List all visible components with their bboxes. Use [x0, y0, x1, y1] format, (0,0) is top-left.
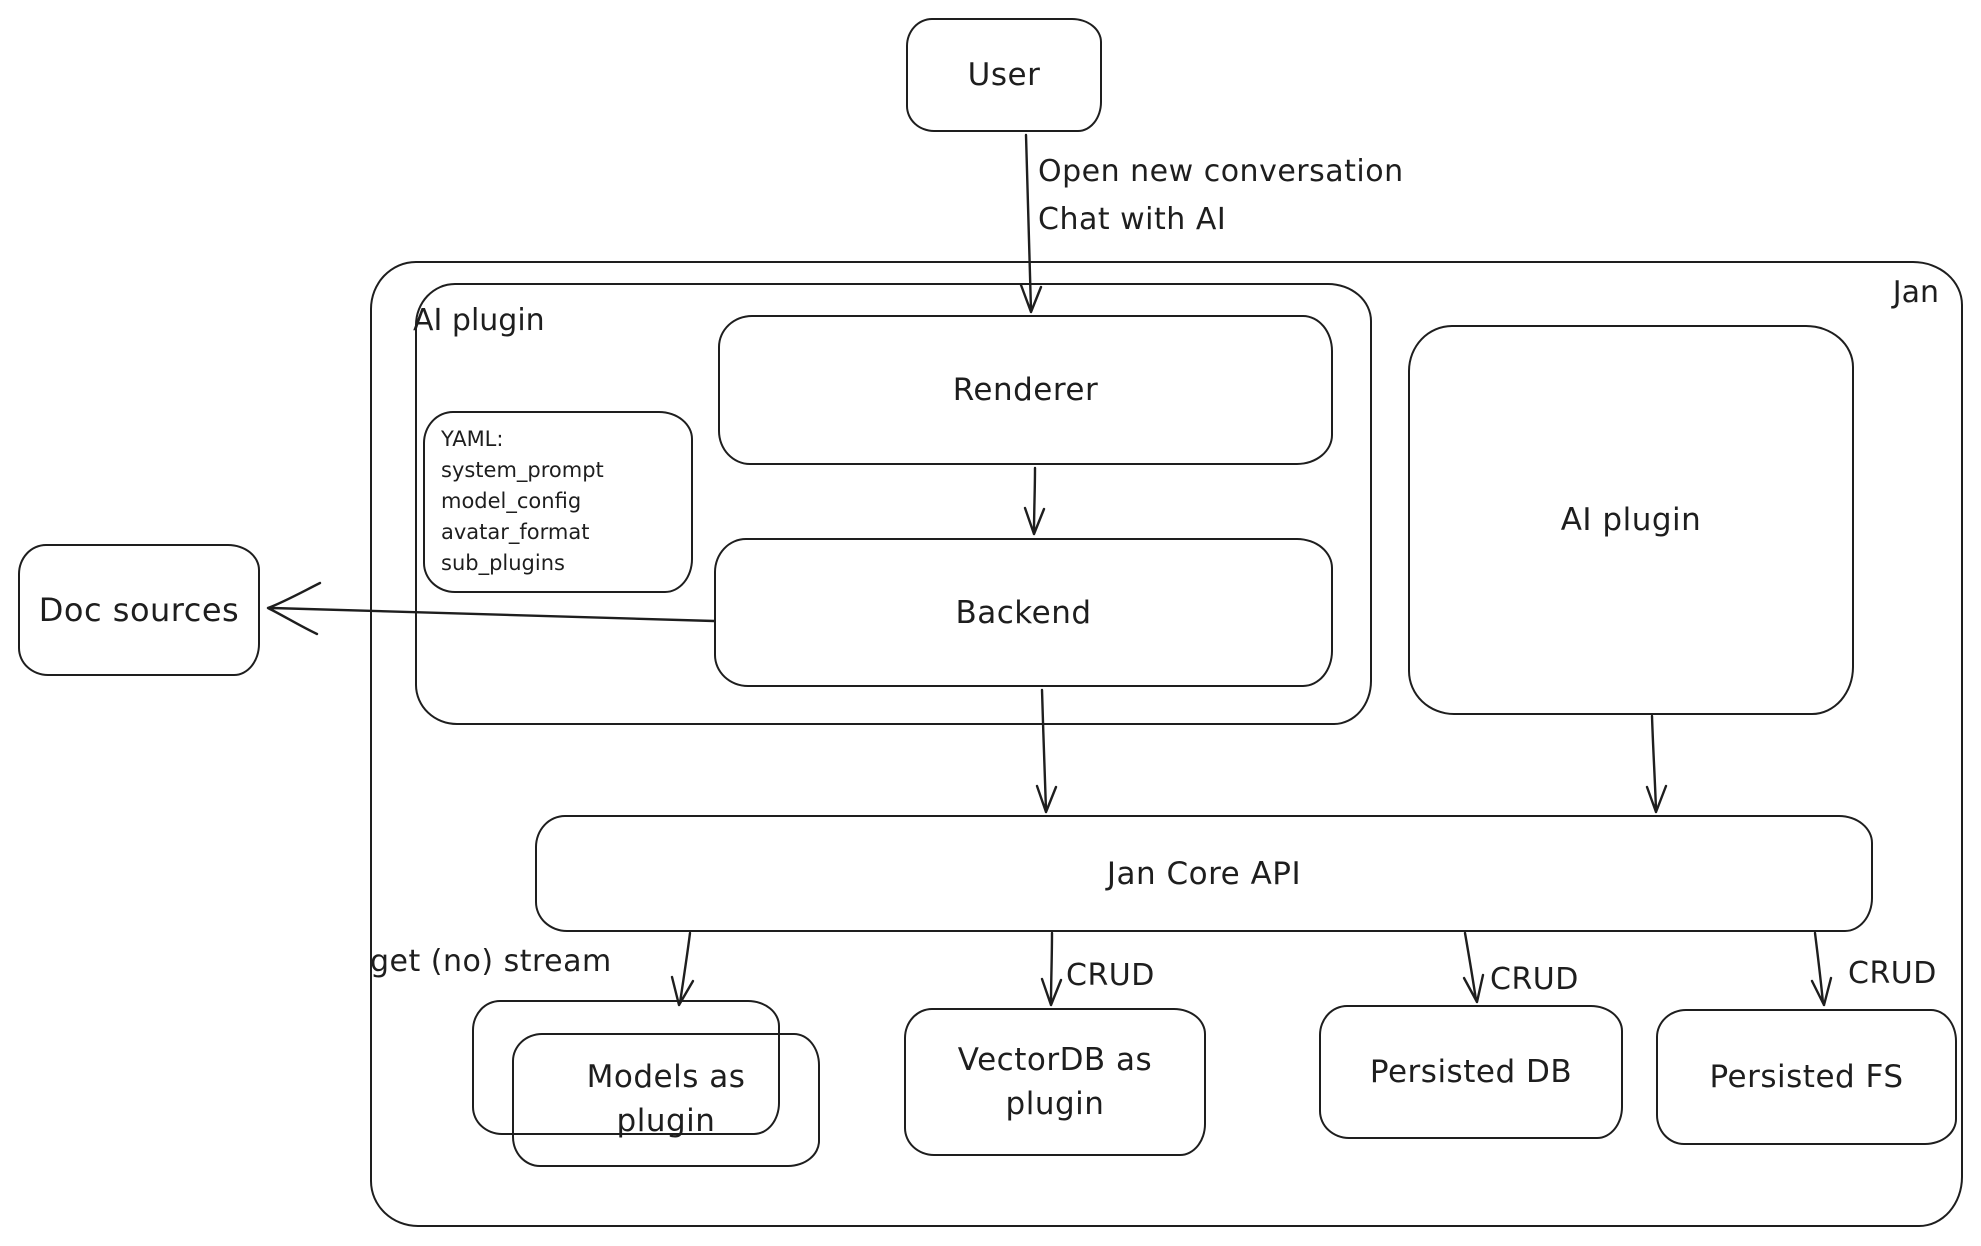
yaml-note-line: sub_plugins	[441, 551, 565, 575]
doc-sources-node: Doc sources	[18, 544, 260, 676]
models-node-inner-box	[512, 1033, 820, 1167]
yaml-note: YAML: system_prompt model_config avatar_…	[423, 411, 693, 593]
yaml-note-line: system_prompt	[441, 458, 604, 482]
user-node: User	[906, 18, 1102, 132]
get-no-stream-edge-label: get (no) stream	[370, 944, 612, 979]
persisted-db-label: Persisted DB	[1369, 1054, 1573, 1090]
user-label: User	[967, 57, 1041, 93]
backend-node: Backend	[714, 538, 1333, 687]
user-edge-label-line2: Chat with AI	[1038, 202, 1227, 237]
user-edge-label: Open new conversation Chat with AI	[1038, 148, 1404, 244]
renderer-node: Renderer	[718, 315, 1333, 465]
backend-label: Backend	[955, 594, 1092, 631]
jan-container: Jan	[370, 261, 1963, 1227]
ai-plugin-right-label: AI plugin	[1560, 502, 1702, 538]
jan-label: Jan	[1892, 275, 1939, 310]
persisted-fs-node: Persisted FS	[1656, 1009, 1957, 1145]
renderer-label: Renderer	[952, 372, 1099, 408]
vectordb-label-line1: VectorDB as	[957, 1042, 1153, 1078]
models-label-line2: plugin	[616, 1103, 716, 1139]
ai-plugin-group-container: AI plugin	[413, 283, 1372, 725]
models-label-line1: Models as	[586, 1059, 746, 1095]
jan-core-api-node: Jan Core API	[535, 815, 1873, 932]
ai-plugin-right-node: AI plugin	[1408, 325, 1854, 715]
yaml-note-line: model_config	[441, 489, 582, 513]
yaml-note-line: avatar_format	[441, 520, 590, 544]
vectordb-label-line2: plugin	[1005, 1086, 1105, 1122]
models-label: Models as plugin	[512, 1040, 820, 1158]
user-edge-label-line1: Open new conversation	[1038, 154, 1404, 189]
jan-core-api-label: Jan Core API	[1106, 855, 1302, 892]
crud-edge-label-persisted-db: CRUD	[1490, 962, 1579, 997]
persisted-fs-label: Persisted FS	[1709, 1059, 1904, 1095]
yaml-note-title: YAML:	[441, 427, 504, 451]
ai-plugin-group-label: AI plugin	[413, 303, 545, 338]
crud-edge-label-vectordb: CRUD	[1066, 958, 1155, 993]
vectordb-node: VectorDB as plugin	[904, 1008, 1206, 1156]
models-node-outer-box	[472, 1000, 780, 1135]
crud-edge-label-persisted-fs: CRUD	[1848, 956, 1937, 991]
doc-sources-label: Doc sources	[38, 591, 240, 629]
persisted-db-node: Persisted DB	[1319, 1005, 1623, 1139]
